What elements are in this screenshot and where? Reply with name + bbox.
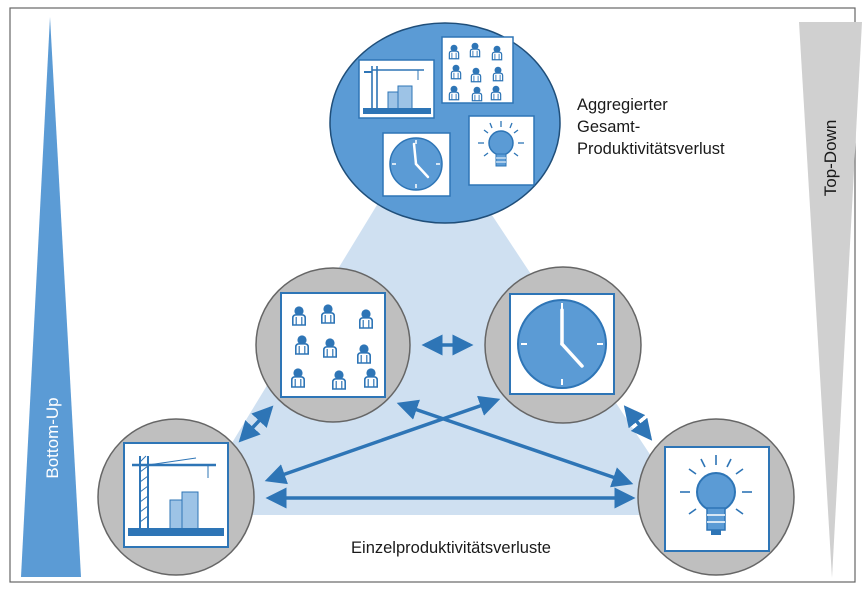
workers-lightbulb-arrow	[396, 399, 634, 488]
aggregate-label: Aggregierter Gesamt- Produktivitätsverlu…	[577, 96, 725, 158]
individual-loss-label: Einzelproduktivitätsverluste	[351, 539, 551, 557]
workers-icon	[441, 36, 514, 104]
workers-icon	[280, 292, 386, 398]
lightbulb-icon	[468, 115, 535, 186]
clock-icon	[382, 132, 451, 197]
clock-icon	[509, 293, 615, 395]
workers-node	[255, 267, 411, 423]
interaction-arrows	[238, 334, 653, 509]
bottom-up-label: Bottom-Up	[43, 397, 62, 478]
crane-node	[97, 418, 255, 576]
crane-icon	[123, 442, 229, 548]
lightbulb-node	[637, 418, 795, 576]
crane-icon	[358, 59, 435, 119]
lightbulb-icon	[664, 446, 770, 552]
aggregate-label-line-2: Gesamt-	[577, 118, 640, 136]
diagram-frame	[9, 7, 856, 583]
bottom-up-wedge	[21, 17, 81, 577]
top-down-label: Top-Down	[821, 120, 840, 197]
top-down-wedge	[799, 22, 862, 578]
aggregate-loss-node	[329, 22, 561, 224]
aggregate-label-line-1: Aggregierter	[577, 96, 668, 114]
aggregate-label-line-3: Produktivitätsverlust	[577, 140, 725, 158]
clock-node	[484, 266, 642, 424]
